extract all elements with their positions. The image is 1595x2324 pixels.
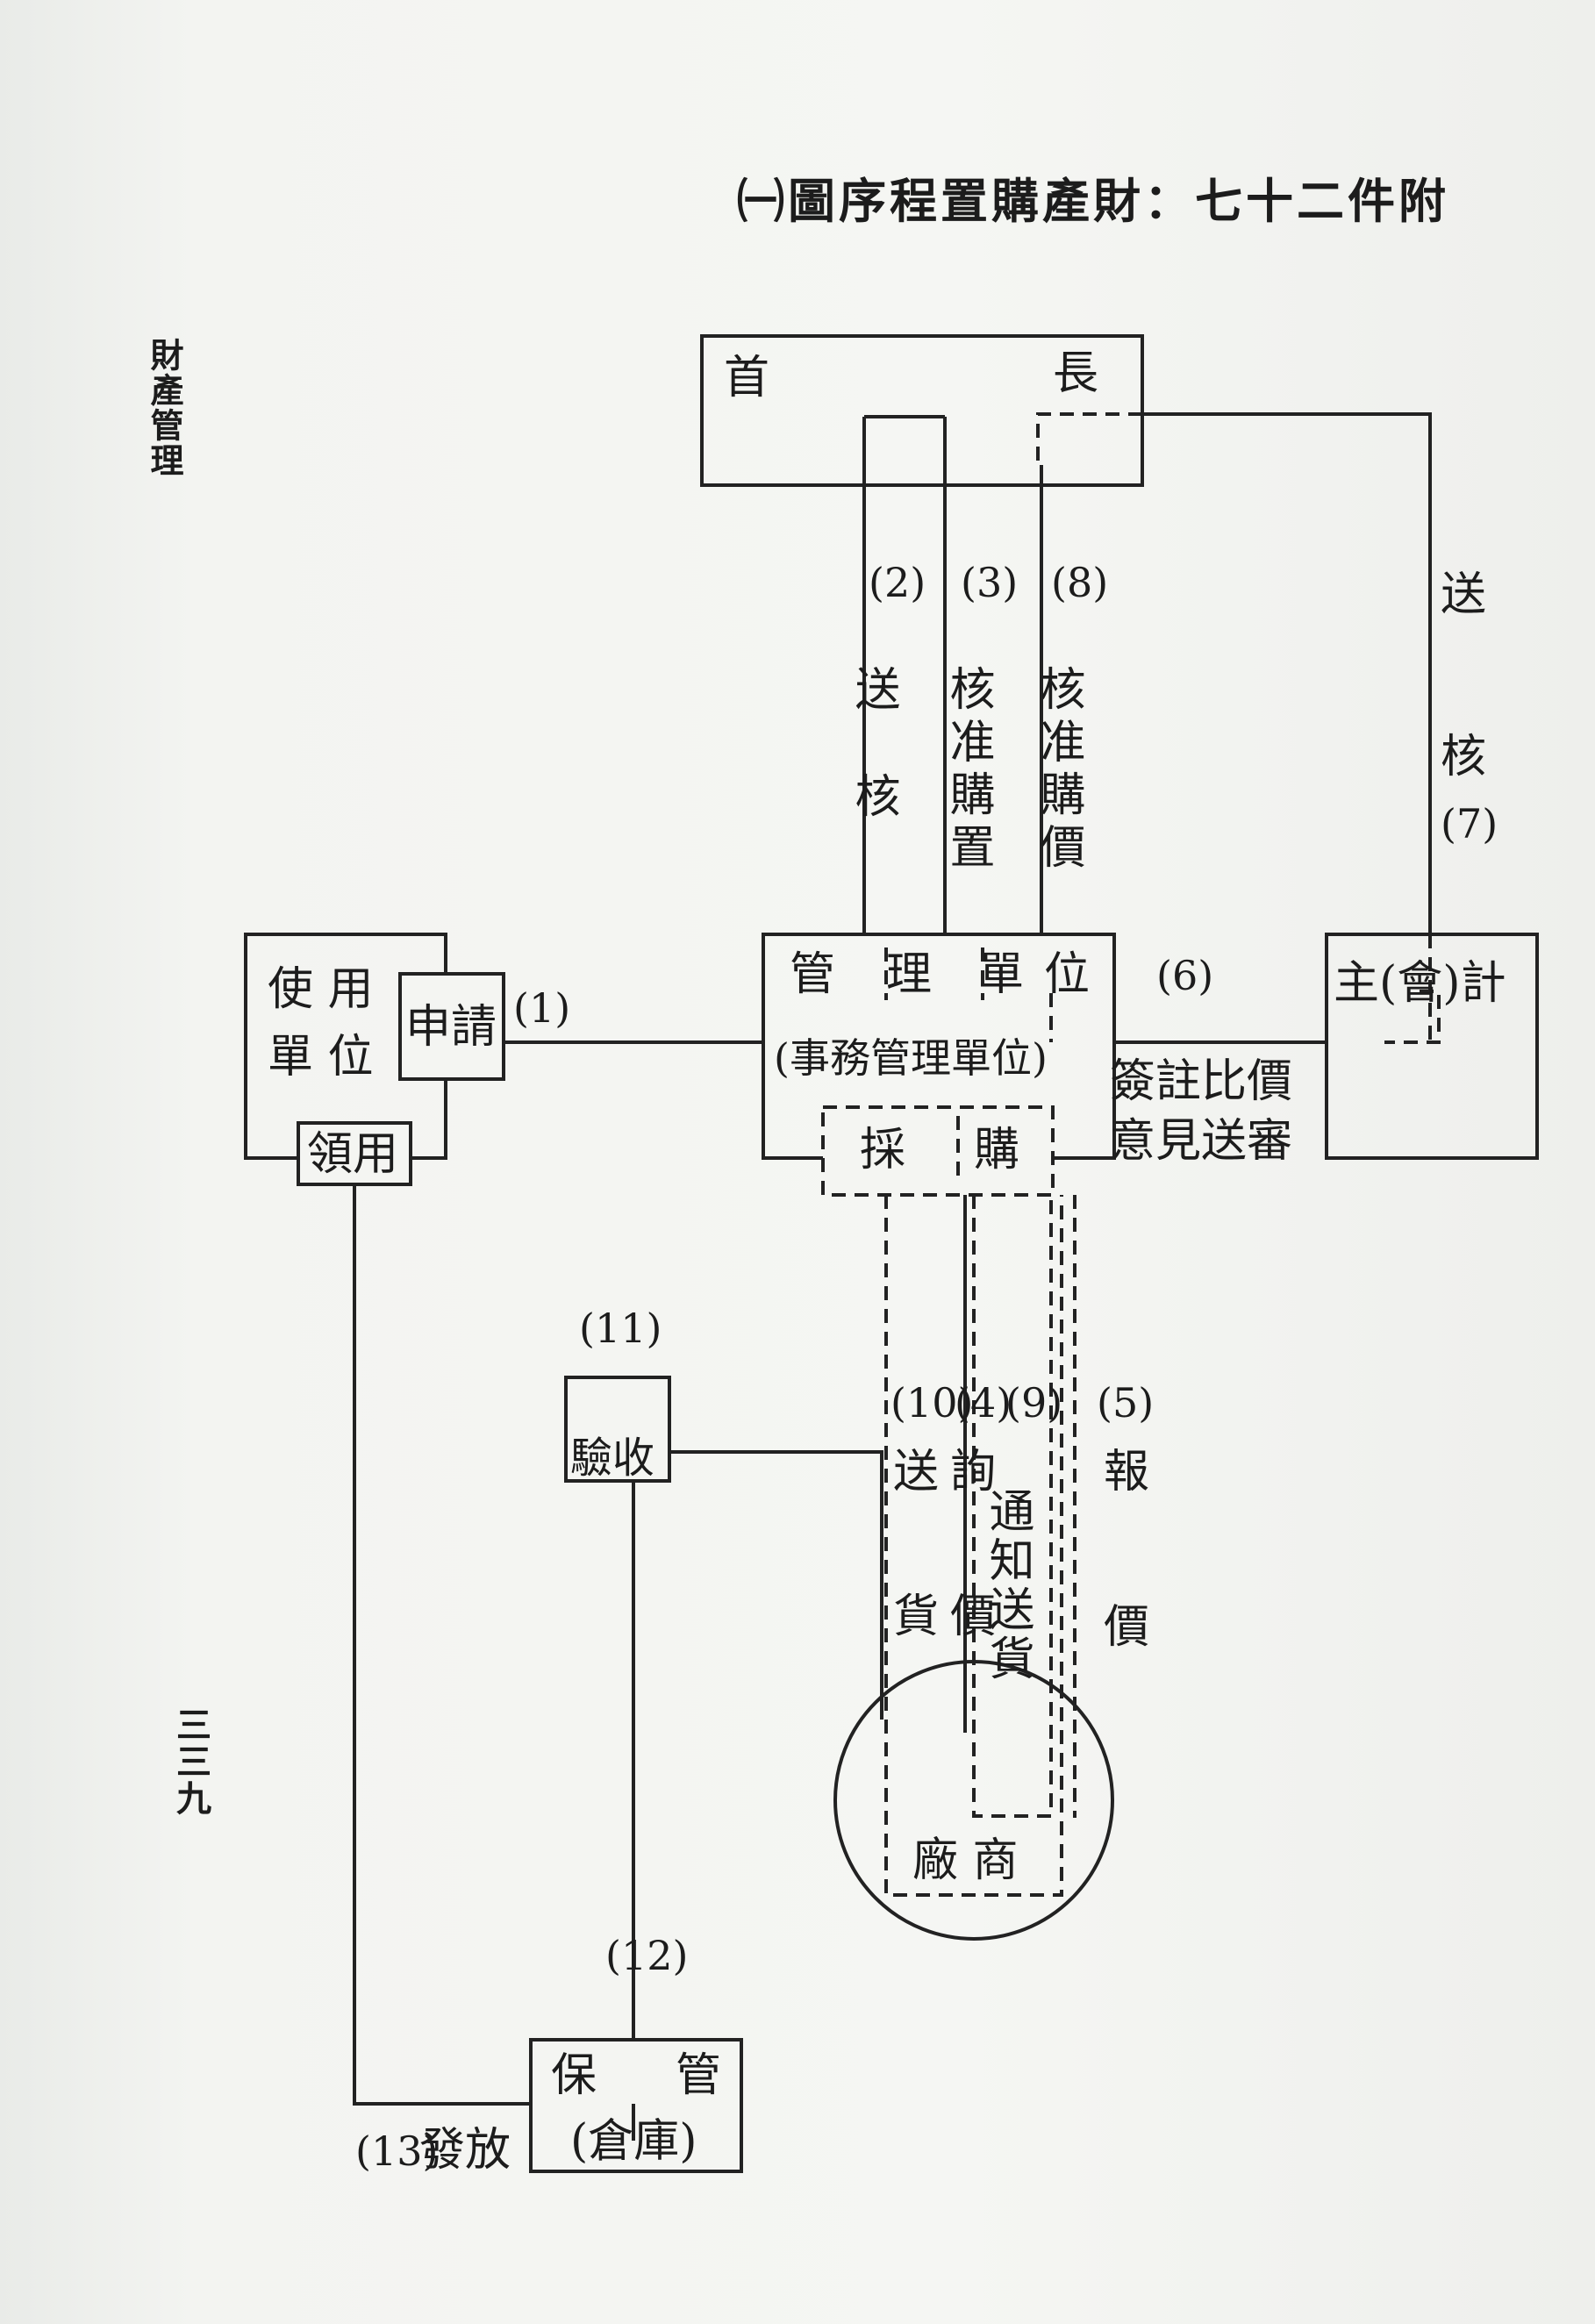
head-right-char: 長 xyxy=(1053,347,1098,400)
step-3-text: 核准購置 xyxy=(941,665,994,876)
step-6-text-1: 簽註比價 xyxy=(1110,1055,1292,1108)
side-header: 財產管理 xyxy=(145,338,184,478)
head-box xyxy=(700,334,1144,487)
vendor-label: 廠 商 xyxy=(912,1834,1019,1887)
step-10-text-2: 貨 xyxy=(893,1591,939,1643)
apply-label: 申請 xyxy=(405,1001,497,1054)
purchase-right-char: 購 xyxy=(974,1124,1019,1176)
step-7-number: (7) xyxy=(1441,800,1498,847)
step-3-number: (3) xyxy=(961,559,1018,606)
mgmt-char-3: 單 xyxy=(978,948,1024,1001)
receive-label: 領用 xyxy=(307,1128,398,1181)
step-12-number: (12) xyxy=(605,1932,688,1979)
step-8-number: (8) xyxy=(1051,559,1108,606)
step-4-text-1: 詢 xyxy=(950,1446,996,1498)
step-11-number: (11) xyxy=(579,1305,662,1352)
head-left-char: 首 xyxy=(724,352,769,404)
step-5-text-2: 價 xyxy=(1104,1601,1149,1654)
custody-right-char: 管 xyxy=(676,2049,721,2102)
dashed-connectors xyxy=(884,412,1441,1897)
step-6-number: (6) xyxy=(1156,952,1213,999)
step-7-text-2: 核 xyxy=(1441,731,1486,783)
step-4-text-2: 價 xyxy=(950,1591,996,1643)
solid-connectors xyxy=(353,412,1432,2141)
inspection-label: 驗收 xyxy=(570,1434,654,1483)
step-6-text-2: 意見送審 xyxy=(1110,1115,1292,1168)
step-4-number: (4) xyxy=(955,1379,1012,1427)
mgmt-char-4: 位 xyxy=(1044,948,1090,1001)
step-5-number: (5) xyxy=(1097,1379,1154,1427)
purchase-left-char: 採 xyxy=(860,1124,905,1176)
user-unit-box xyxy=(244,933,447,1160)
custody-left-char: 保 xyxy=(551,2049,597,2102)
user-unit-line1: 使 用 xyxy=(268,963,374,1016)
warehouse-label: (倉庫) xyxy=(570,2115,697,2168)
mgmt-char-2: 理 xyxy=(886,948,932,1001)
inspection-box xyxy=(564,1376,671,1483)
step-8-text: 核准購價 xyxy=(1032,665,1085,876)
step-10-number: (10) xyxy=(890,1379,973,1427)
step-2-text: 送核 xyxy=(847,665,899,879)
purchase-box xyxy=(821,1105,1055,1197)
step-5-text-1: 報 xyxy=(1104,1446,1149,1498)
step-2-number: (2) xyxy=(869,559,926,606)
mgmt-sub-label: (事務管理單位) xyxy=(774,1034,1048,1082)
step-13-number: (13) xyxy=(355,2127,438,2175)
figure-title: ㈠圖序程置購產財：七十二件附 xyxy=(737,173,1449,229)
apply-box xyxy=(398,972,505,1081)
step-13-text: 發放 xyxy=(419,2124,511,2177)
step-1-number: (1) xyxy=(513,984,570,1032)
step-7-text-1: 送 xyxy=(1441,568,1486,621)
mgmt-char-1: 管 xyxy=(790,948,835,1001)
user-unit-line2: 單 位 xyxy=(268,1031,374,1083)
page-number: 三三九 xyxy=(170,1706,211,1817)
step-9-number: (9) xyxy=(1005,1379,1062,1427)
step-9-text: 通知送貨 xyxy=(981,1487,1034,1684)
accounting-label: 主(會)計 xyxy=(1334,957,1506,1010)
step-10-text-1: 送 xyxy=(893,1446,939,1498)
receive-box xyxy=(297,1121,412,1186)
